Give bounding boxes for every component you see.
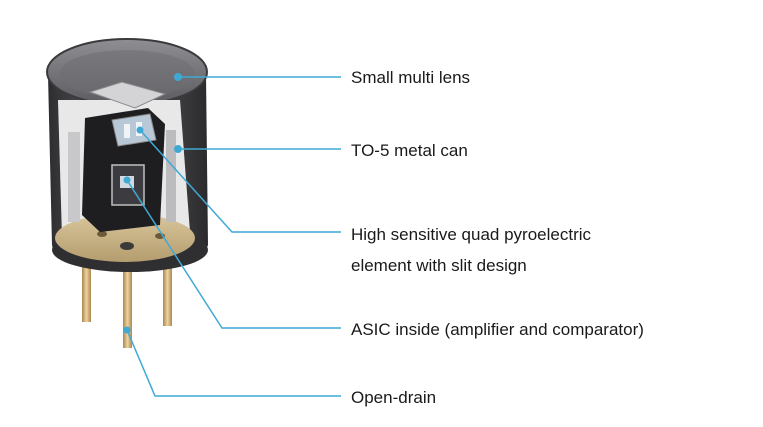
label-to5-metal-can: TO-5 metal can bbox=[351, 141, 468, 160]
lens-inner bbox=[59, 50, 195, 98]
pin-right bbox=[163, 250, 172, 326]
side-bracket-right bbox=[166, 130, 176, 222]
cutaway bbox=[55, 81, 195, 262]
leader-dot-drain bbox=[123, 326, 131, 334]
element-slit-1 bbox=[124, 124, 130, 138]
label-element-line2: element with slit design bbox=[351, 256, 527, 275]
leader-dot-lens bbox=[174, 73, 182, 81]
side-bracket-left bbox=[68, 132, 80, 222]
pin-center bbox=[123, 258, 132, 348]
leader-line-drain bbox=[126, 329, 341, 397]
leader-dot-element bbox=[136, 126, 144, 134]
base-disc bbox=[55, 214, 195, 262]
pins bbox=[82, 250, 172, 348]
label-open-drain: Open-drain bbox=[351, 388, 437, 407]
leader-dot-can bbox=[174, 145, 182, 153]
pin-left bbox=[82, 250, 91, 322]
leader-line-asic bbox=[126, 179, 341, 329]
leader-lines bbox=[126, 76, 341, 397]
label-element-line1: High sensitive quad pyroelectric bbox=[351, 225, 592, 244]
label-asic-inside: ASIC inside (amplifier and comparator) bbox=[351, 320, 644, 339]
label-small-multi-lens: Small multi lens bbox=[351, 68, 471, 87]
lens-frame bbox=[88, 81, 167, 109]
leader-dots bbox=[123, 73, 182, 334]
base-pin-hole-left bbox=[97, 231, 107, 237]
base-pin-hole-center bbox=[120, 242, 134, 250]
leader-line-element bbox=[139, 129, 341, 233]
element-window bbox=[111, 113, 157, 147]
label-pyroelectric-element: High sensitive quad pyroelectric element… bbox=[351, 223, 591, 277]
leader-dot-asic bbox=[123, 176, 131, 184]
